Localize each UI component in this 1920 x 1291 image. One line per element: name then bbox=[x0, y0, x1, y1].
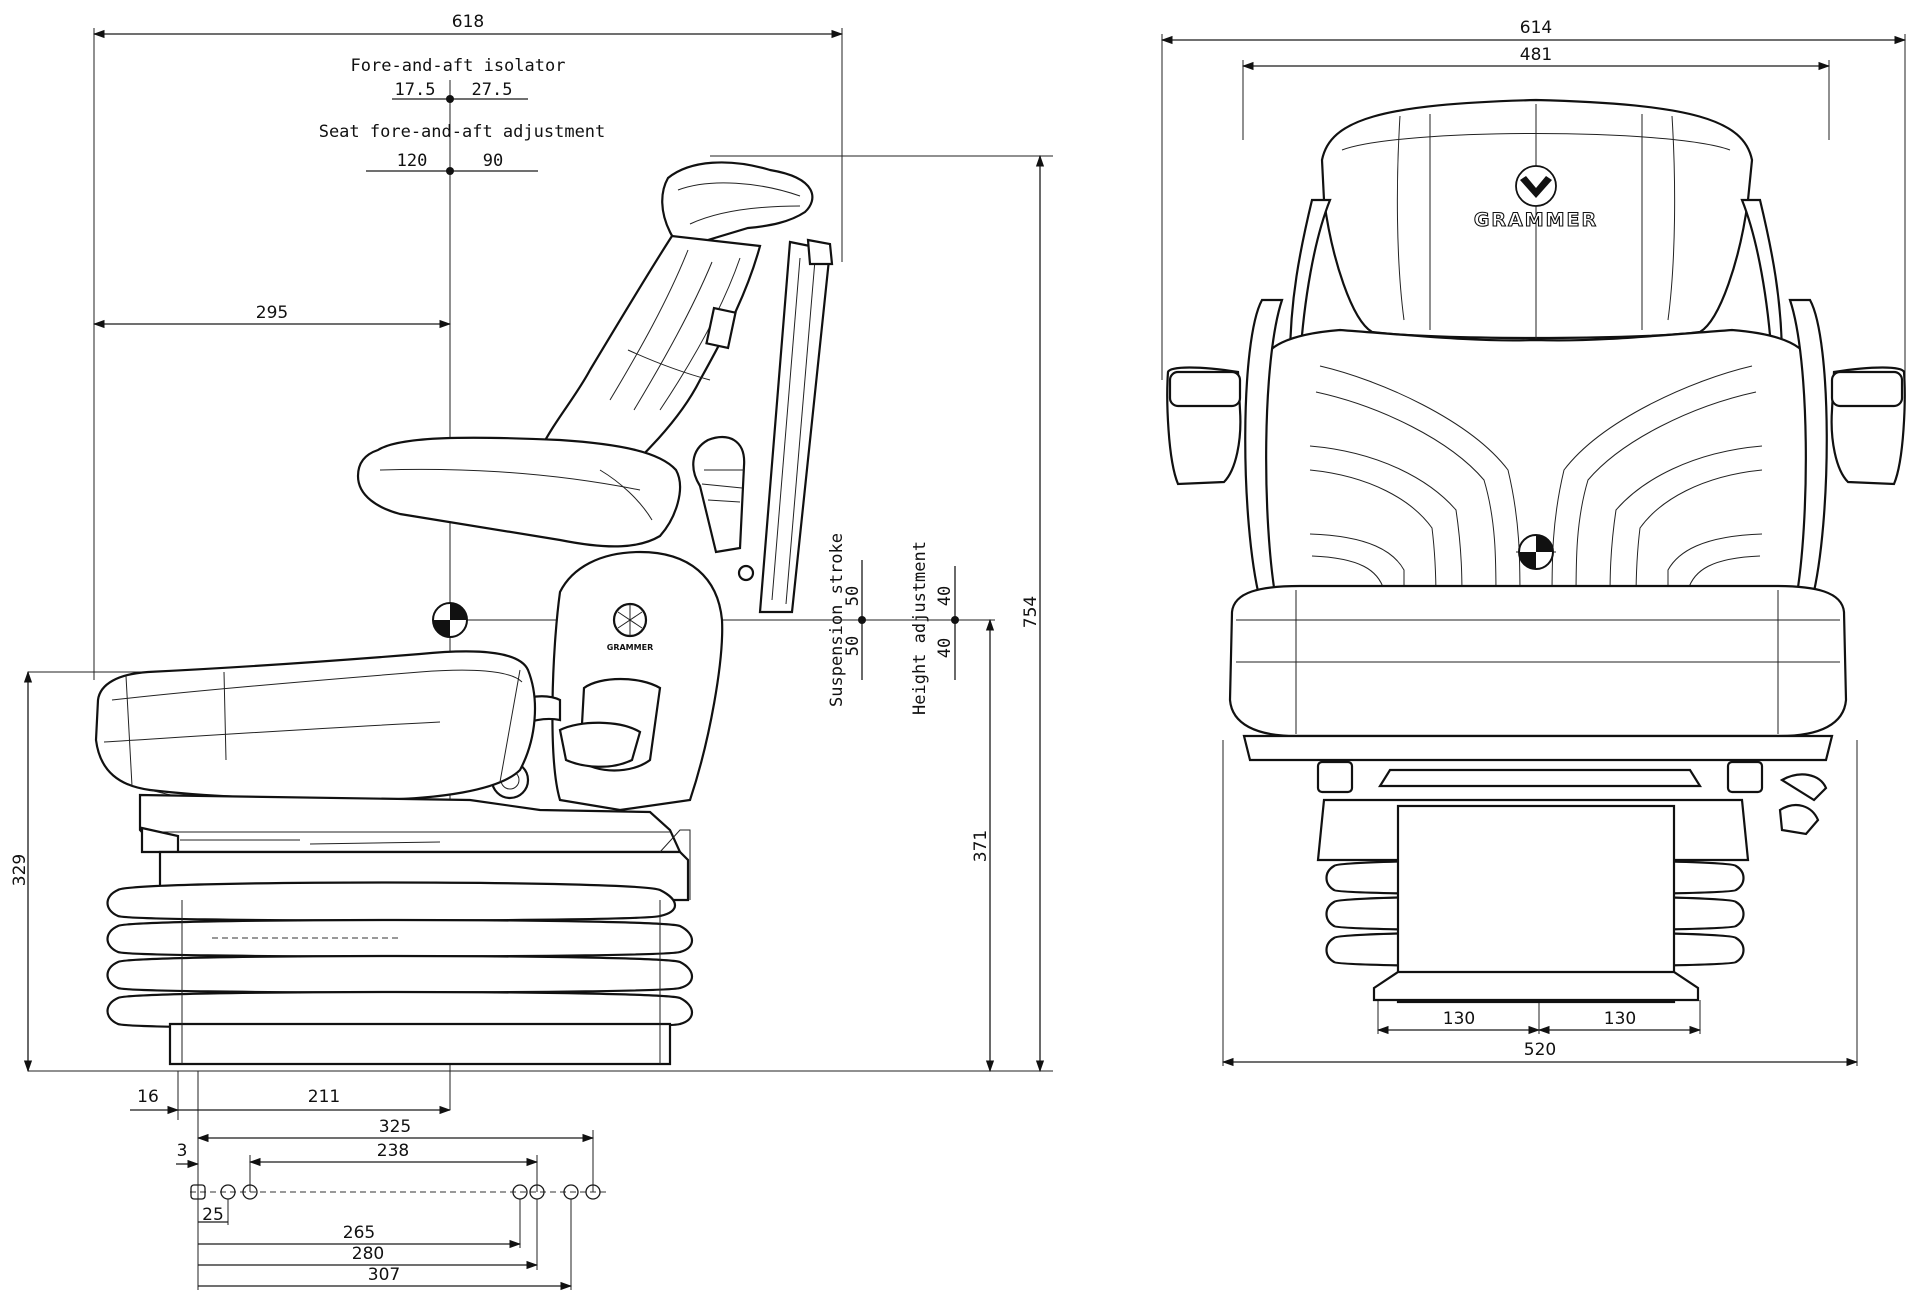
side-extension-lines bbox=[28, 28, 1053, 1290]
dim-front-481: 481 bbox=[1241, 45, 1831, 71]
hole-pattern bbox=[190, 1184, 610, 1200]
suspension-up-value: 50 bbox=[843, 586, 863, 606]
height-adjust-label: Height adjustment bbox=[910, 541, 930, 715]
base-half-left-value: 130 bbox=[1443, 1009, 1475, 1029]
front-grammer-logo: GRAMMER bbox=[1473, 165, 1598, 232]
dim-238-value: 238 bbox=[377, 1141, 409, 1161]
dim-265-value: 265 bbox=[343, 1223, 375, 1243]
dim-211-value: 211 bbox=[308, 1087, 340, 1107]
dim-3: 3 bbox=[176, 1141, 200, 1169]
dim-265: 265 bbox=[198, 1199, 522, 1249]
overall-height-value: 754 bbox=[1021, 596, 1041, 628]
base-half-right-value: 130 bbox=[1604, 1009, 1636, 1029]
dim-16-value: 16 bbox=[137, 1087, 159, 1107]
dim-overall-width: 618 bbox=[92, 12, 844, 39]
front-view: 614 481 GRAMMER bbox=[1160, 18, 1907, 1067]
dim-295-value: 295 bbox=[256, 303, 288, 323]
dim-325: 325 bbox=[196, 1117, 595, 1192]
dim-325-value: 325 bbox=[379, 1117, 411, 1137]
seat-adjust-front-value: 90 bbox=[483, 151, 503, 171]
suspension-stroke-label: Suspension stroke bbox=[827, 533, 847, 707]
dim-329-value: 329 bbox=[10, 854, 30, 886]
dim-16-211: 16 211 bbox=[130, 1087, 452, 1115]
dim-307: 307 bbox=[198, 1199, 573, 1291]
backrest-width-value: 481 bbox=[1520, 45, 1552, 65]
dim-3-value: 3 bbox=[177, 1141, 188, 1161]
fore-aft-isolator-label: Fore-and-aft isolator bbox=[351, 56, 566, 76]
front-extension-lines bbox=[1161, 34, 1906, 1066]
suspension-down-value: 50 bbox=[843, 636, 863, 656]
dim-371: 371 bbox=[960, 618, 995, 1073]
dim-seat-fore-aft-adjust: Seat fore-and-aft adjustment 120 90 bbox=[319, 122, 606, 175]
dim-295: 295 bbox=[92, 303, 452, 329]
isolator-rear-value: 17.5 bbox=[395, 80, 436, 100]
isolator-front-value: 27.5 bbox=[472, 80, 513, 100]
dim-front-614: 614 bbox=[1160, 18, 1907, 45]
dim-height-adjustment: Height adjustment 40 40 bbox=[870, 541, 960, 715]
dim-front-130: 130 130 bbox=[1376, 1009, 1702, 1035]
dim-25: 25 bbox=[198, 1199, 229, 1225]
dim-front-520: 520 bbox=[1221, 1040, 1859, 1067]
dim-25-value: 25 bbox=[202, 1205, 224, 1225]
dim-238: 238 bbox=[248, 1141, 539, 1192]
front-width-value: 614 bbox=[1520, 18, 1552, 38]
seat-adjust-label: Seat fore-and-aft adjustment bbox=[319, 122, 606, 142]
side-grammer-logo: GRAMMER bbox=[607, 643, 653, 652]
side-cog-marker bbox=[432, 602, 468, 638]
mounting-dimensions: 16 211 325 238 3 bbox=[130, 1087, 610, 1291]
seat-front-illustration: GRAMMER bbox=[1166, 98, 1906, 1004]
overall-width-value: 618 bbox=[452, 12, 484, 32]
dim-371-value: 371 bbox=[971, 830, 991, 862]
base-width-value: 520 bbox=[1524, 1040, 1556, 1060]
front-cog-marker bbox=[1516, 534, 1556, 570]
height-down-value: 40 bbox=[935, 638, 955, 658]
dim-329: 329 bbox=[10, 670, 33, 1073]
seat-adjust-rear-value: 120 bbox=[397, 151, 428, 171]
dim-280-value: 280 bbox=[352, 1244, 384, 1264]
side-view: 618 Fore-and-aft isolator 17.5 27.5 Seat… bbox=[10, 12, 1053, 1290]
svg-text:GRAMMER: GRAMMER bbox=[1474, 209, 1598, 231]
height-up-value: 40 bbox=[935, 586, 955, 606]
dim-280: 280 bbox=[198, 1199, 539, 1270]
dim-307-value: 307 bbox=[368, 1265, 400, 1285]
dim-fore-aft-isolator: Fore-and-aft isolator 17.5 27.5 bbox=[351, 56, 566, 108]
seat-side-illustration: GRAMMER bbox=[94, 161, 834, 1066]
dim-overall-height: 754 bbox=[1021, 154, 1045, 1073]
